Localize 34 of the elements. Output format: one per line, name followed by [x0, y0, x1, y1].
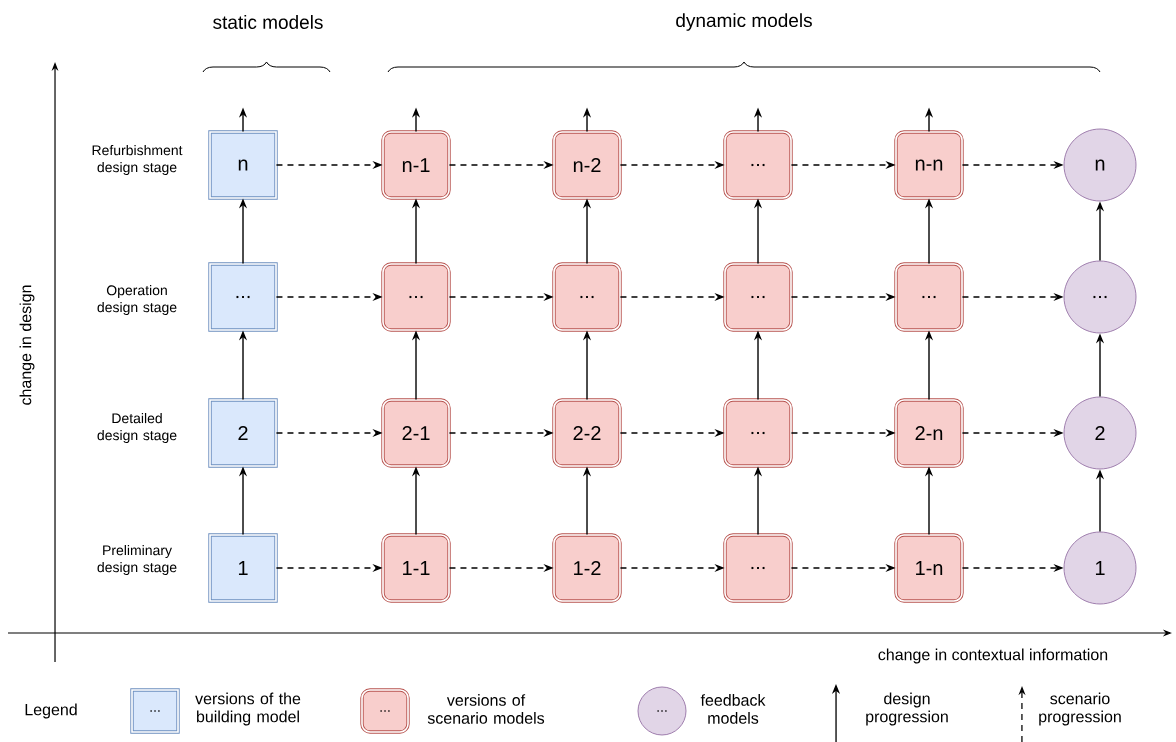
scenario-model-box: ... [552, 262, 622, 332]
scenario-model-box: n-n [894, 130, 964, 200]
scenario-model-box: ... [723, 262, 793, 332]
scenario-model-box: 2-n [894, 398, 964, 468]
scenario-model-box: ... [894, 262, 964, 332]
heading: static models [213, 15, 323, 29]
scenario-model-box: n-1 [381, 130, 451, 200]
scenario-model-box: ... [723, 130, 793, 200]
legend-label: versions of scenario models [427, 694, 545, 724]
building-model-box: ... [208, 262, 278, 332]
scenario-model-box: 1-2 [552, 533, 622, 603]
scenario-model-box: 1-n [894, 533, 964, 603]
stage-label: Refurbishment design stage [92, 144, 183, 175]
heading: dynamic models [676, 13, 812, 31]
stage-label: Operation design stage [97, 284, 177, 315]
legend-title: Legend [25, 703, 77, 719]
axis-label: change in contextual information [878, 648, 1108, 664]
scenario-model-box: 1-1 [381, 533, 451, 603]
scenario-model-box: ... [723, 398, 793, 468]
stage-label: Preliminary design stage [97, 544, 177, 575]
axis-label: change in design [19, 285, 35, 405]
scenario-model-box: 2-1 [381, 398, 451, 468]
stage-label: Detailed design stage [97, 412, 177, 443]
legend-label: scenario progression [1039, 692, 1121, 726]
scenario-model-box: ... [723, 533, 793, 603]
legend-label: feedback models [700, 694, 766, 724]
scenario-model-box: 2-2 [552, 398, 622, 468]
scenario-model-box: n-2 [552, 130, 622, 200]
building-model-box: n [208, 130, 278, 200]
building-model-box: 1 [208, 533, 278, 603]
legend-label: versions of the building model [195, 692, 301, 726]
legend-label: design progression [866, 692, 948, 726]
scenario-model-box: ... [381, 262, 451, 332]
building-model-box: 2 [208, 398, 278, 468]
